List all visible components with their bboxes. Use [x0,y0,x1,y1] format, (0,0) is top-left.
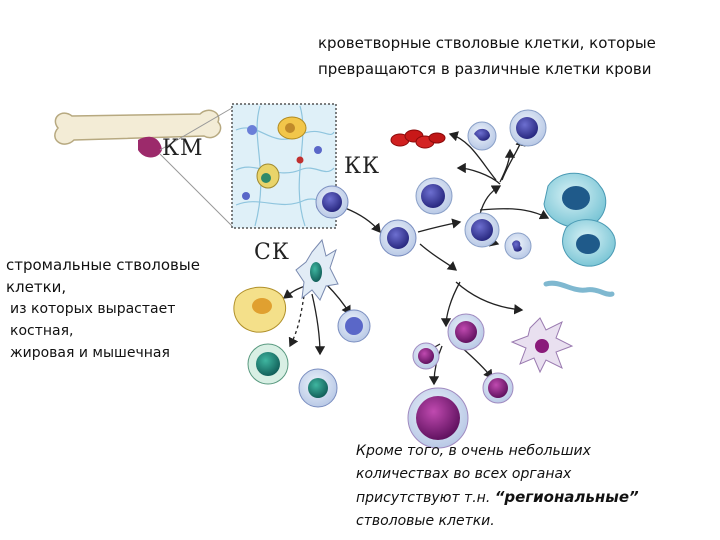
hsc-line2: превращаются в различные клетки крови [318,60,652,78]
msc-line4: костная, [10,323,74,339]
megakaryocyte-fragment [543,280,615,297]
hsc-description: кроветворные стволовые клетки, которые п… [318,30,656,82]
zoom-line-bottom [159,153,233,227]
label-km: КМ [162,136,204,161]
label-kk: КК [344,154,381,179]
other-line4: стволовые клетки. [356,513,495,529]
msc-line2: клетки, [6,278,67,296]
msc-line1: стромальные стволовые [6,256,200,274]
hsc-title-bold: кроветворные стволовые клетки [318,34,580,52]
other-line2: количествах во всех органах [356,466,572,482]
zoom-line-top [159,107,233,151]
label-sk: СК [254,240,290,265]
other-line3a: присутствуют т.н. [356,490,495,506]
msc-line3: из которых вырастает [10,301,176,317]
bone-marrow-spot [138,136,162,158]
red-blood-cells [390,129,446,149]
hsc-title-rest: , которые [579,34,656,52]
bone-illustration [54,109,222,158]
msc-line5: жировая и мышечная [10,345,170,361]
other-line3b: “региональные” [494,488,639,506]
msc-description: стромальные стволовые клетки, из которых… [6,254,200,364]
other-line1: Кроме того, в очень небольших [356,443,591,459]
regional-stem-cells-note: Кроме того, в очень небольших количества… [356,440,639,533]
